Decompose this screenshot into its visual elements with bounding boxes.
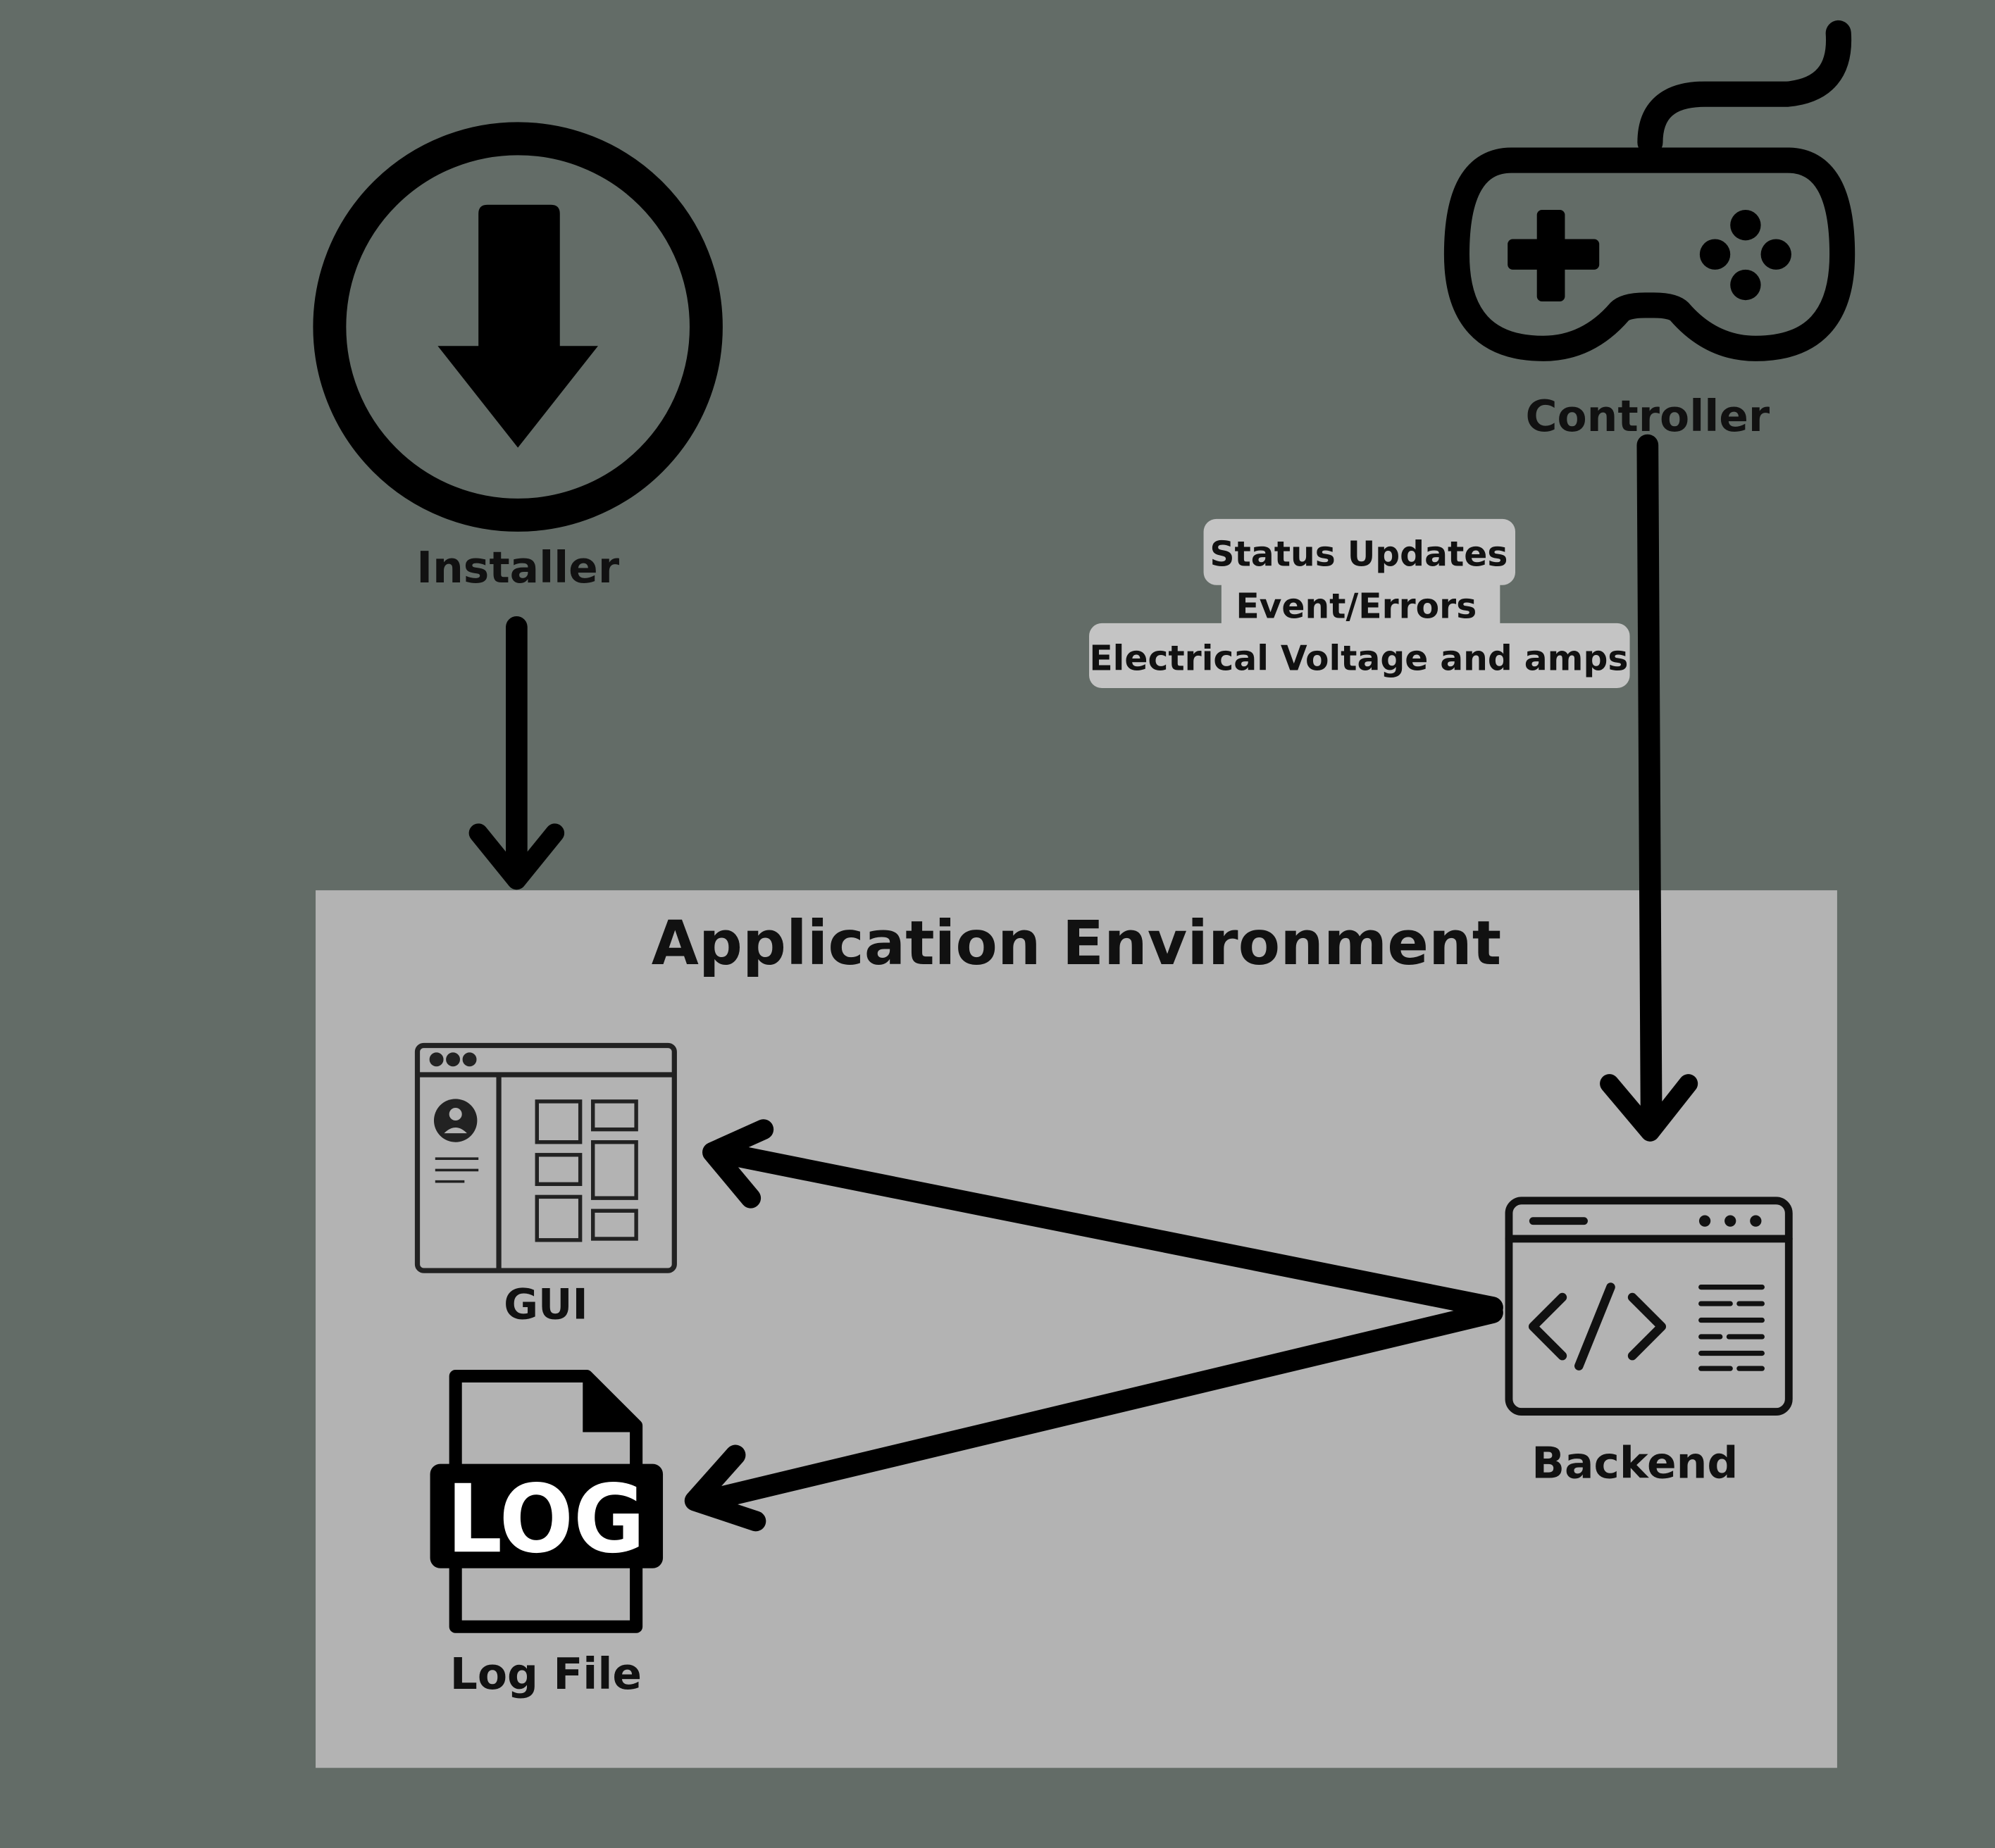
gui-label: GUI xyxy=(504,1281,588,1330)
download-circle-icon xyxy=(313,122,723,532)
backend-label: Backend xyxy=(1531,1438,1738,1488)
edge-label-electrical: Electrical Voltage and amps xyxy=(1089,639,1628,679)
installer-label: Installer xyxy=(416,543,620,593)
backend-to-gui-arrow xyxy=(702,1119,1503,1318)
pill-status-updates xyxy=(1203,518,1516,585)
gamepad-icon xyxy=(1443,20,1856,361)
edge-label-event-errors: Event/Errors xyxy=(1236,587,1477,627)
pill-event-errors xyxy=(1221,570,1500,637)
backend-to-logfile-arrow xyxy=(684,1301,1503,1532)
pill-electrical xyxy=(1089,623,1630,689)
log-file-badge: LOG xyxy=(447,1464,645,1574)
log-file-icon: LOG xyxy=(430,1369,664,1633)
controller-label: Controller xyxy=(1525,392,1770,442)
installer-to-environment-arrow xyxy=(468,616,565,890)
edge-label-status-updates: Status Updates xyxy=(1210,535,1508,575)
edge-label-group: Status Updates Event/Errors Electrical V… xyxy=(1089,518,1630,689)
controller-to-backend-arrow xyxy=(1600,434,1698,1142)
application-environment-title: Application Environment xyxy=(652,909,1501,979)
log-file-label: Log File xyxy=(450,1649,642,1699)
code-window-icon xyxy=(1505,1197,1793,1416)
app-window-icon xyxy=(414,1042,677,1273)
